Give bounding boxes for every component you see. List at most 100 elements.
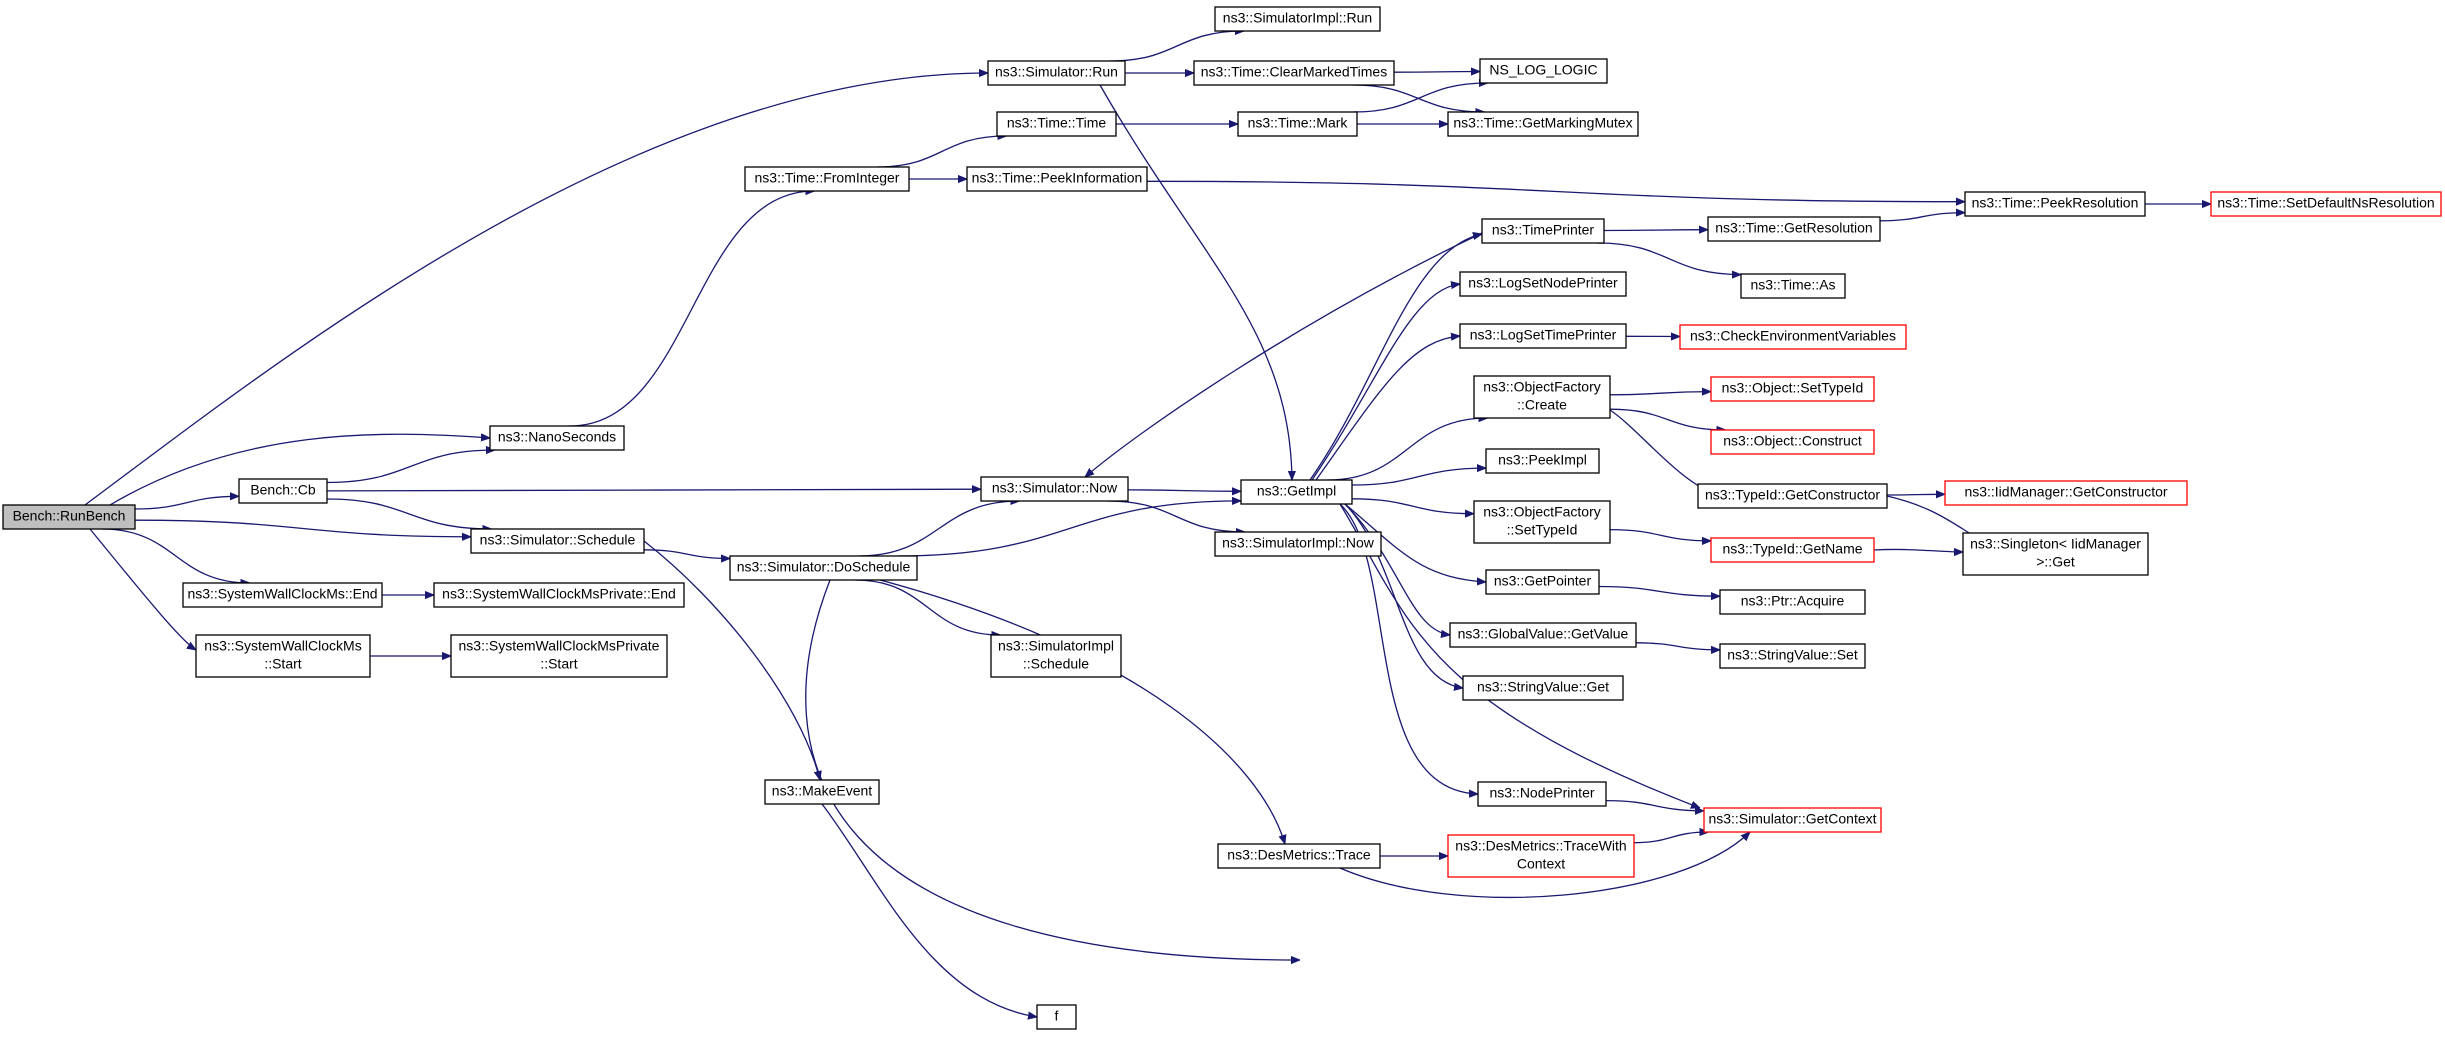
node-box: [238, 478, 328, 504]
node-box: [1036, 1004, 1077, 1030]
node-swc-end[interactable]: ns3::SystemWallClockMs::End: [182, 582, 383, 608]
node-box: [1679, 324, 1907, 350]
node-bench-cb[interactable]: Bench::Cb: [238, 478, 328, 504]
node-logsetnodeprinter[interactable]: ns3::LogSetNodePrinter: [1459, 271, 1627, 297]
node-logsettimeprinter[interactable]: ns3::LogSetTimePrinter: [1459, 323, 1627, 349]
node-stringvalue-set[interactable]: ns3::StringValue::Set: [1719, 643, 1866, 669]
node-sim-schedule[interactable]: ns3::Simulator::Schedule: [470, 528, 645, 554]
node-box: [1485, 569, 1600, 595]
node-f[interactable]: f: [1036, 1004, 1077, 1030]
node-ptr-acquire[interactable]: ns3::Ptr::Acquire: [1719, 589, 1866, 615]
node-label: ns3::StringValue::Get: [1477, 679, 1609, 695]
node-time-peekinfo[interactable]: ns3::Time::PeekInformation: [966, 166, 1148, 192]
call-edge-objfactory-create-to-object-settypeid: [1609, 392, 1711, 395]
node-box: [195, 634, 371, 678]
node-nodeprinter[interactable]: ns3::NodePrinter: [1477, 781, 1607, 807]
call-edge-getimpl-to-sim-getcontext: [1339, 503, 1700, 809]
node-time-setdefaultnsres[interactable]: ns3::Time::SetDefaultNsResolution: [2210, 191, 2442, 217]
node-box: [1473, 500, 1611, 544]
node-label: ns3::Simulator::Now: [992, 480, 1118, 496]
call-edge-sim-dosched-to-desmetrics-trace: [879, 579, 1285, 844]
node-iidmanager-getconstructor[interactable]: ns3::IidManager::GetConstructor: [1944, 480, 2188, 506]
node-stringvalue-get[interactable]: ns3::StringValue::Get: [1462, 675, 1624, 701]
node-makeevent[interactable]: ns3::MakeEvent: [764, 779, 880, 805]
node-label: Bench::RunBench: [13, 508, 126, 524]
node-globalvalue-getvalue[interactable]: ns3::GlobalValue::GetValue: [1449, 622, 1637, 648]
node-layer: Bench::RunBench Bench::Cb ns3::NanoSeconds…: [2, 6, 2442, 1030]
node-singleton-get[interactable]: ns3::Singleton< IidManager >::Get: [1962, 532, 2149, 576]
node-desmetrics-trace[interactable]: ns3::DesMetrics::Trace: [1217, 843, 1381, 869]
node-label: ns3::Singleton< IidManager: [1970, 536, 2141, 552]
node-simimpl-schedule[interactable]: ns3::SimulatorImpl::Schedule: [990, 634, 1122, 678]
node-label: ns3::Object::SetTypeId: [1722, 380, 1864, 396]
call-edge-globalvalue-getvalue-to-stringvalue-set: [1635, 642, 1720, 650]
node-typeid-getname[interactable]: ns3::TypeId::GetName: [1710, 537, 1875, 563]
node-sim-getcontext[interactable]: ns3::Simulator::GetContext: [1703, 807, 1882, 833]
call-edge-timeprinter-to-time-as: [1597, 242, 1742, 275]
node-time-mark[interactable]: ns3::Time::Mark: [1237, 111, 1358, 137]
call-edge-sim-now-to-getimpl: [1127, 490, 1241, 491]
node-sim-run[interactable]: ns3::Simulator::Run: [987, 60, 1126, 86]
node-sim-dosched[interactable]: ns3::Simulator::DoSchedule: [729, 555, 918, 581]
node-box: [1707, 216, 1881, 242]
node-label: ns3::TimePrinter: [1492, 222, 1595, 238]
node-label: ns3::Simulator::Schedule: [480, 532, 636, 548]
node-label: Context: [1517, 856, 1565, 872]
node-label: ns3::TypeId::GetName: [1722, 541, 1862, 557]
node-box: [1477, 781, 1607, 807]
node-time-peekres[interactable]: ns3::Time::PeekResolution: [1964, 191, 2146, 217]
node-swcp-start[interactable]: ns3::SystemWallClockMsPrivate::Start: [450, 634, 668, 678]
node-time-time[interactable]: ns3::Time::Time: [996, 111, 1117, 137]
node-typeid-getconstructor[interactable]: ns3::TypeId::GetConstructor: [1697, 483, 1888, 509]
node-label: ns3::Ptr::Acquire: [1741, 593, 1845, 609]
node-objfactory-create[interactable]: ns3::ObjectFactory::Create: [1473, 375, 1611, 419]
node-box: [1237, 111, 1358, 137]
node-bench-runbench[interactable]: Bench::RunBench: [2, 504, 136, 530]
node-label: ns3::Time::PeekResolution: [1972, 195, 2139, 211]
call-edge-sim-dosched-to-singleton-get: [805, 579, 1300, 960]
call-edge-getimpl-to-peekimpl: [1351, 468, 1486, 486]
node-objfactory-settypeid[interactable]: ns3::ObjectFactory::SetTypeId: [1473, 500, 1611, 544]
node-ns-log-logic[interactable]: NS_LOG_LOGIC: [1479, 58, 1608, 84]
node-box: [1697, 483, 1888, 509]
call-edge-getimpl-to-logsetnodeprinter: [1311, 284, 1460, 481]
node-time-clearmarked[interactable]: ns3::Time::ClearMarkedTimes: [1193, 60, 1395, 86]
node-nanoseconds[interactable]: ns3::NanoSeconds: [489, 425, 625, 451]
call-edge-bench-runbench-to-sim-schedule: [134, 519, 471, 537]
node-label: ns3::Simulator::GetContext: [1708, 811, 1876, 827]
node-swc-start[interactable]: ns3::SystemWallClockMs::Start: [195, 634, 371, 678]
node-simimpl-run[interactable]: ns3::SimulatorImpl::Run: [1214, 6, 1381, 32]
node-label: ns3::Time::FromInteger: [755, 170, 900, 186]
node-getpointer[interactable]: ns3::GetPointer: [1485, 569, 1600, 595]
node-label: ns3::StringValue::Set: [1727, 647, 1858, 663]
node-checkenv[interactable]: ns3::CheckEnvironmentVariables: [1679, 324, 1907, 350]
node-box: [744, 166, 910, 192]
node-simimpl-now[interactable]: ns3::SimulatorImpl::Now: [1214, 531, 1382, 557]
node-time-fromint[interactable]: ns3::Time::FromInteger: [744, 166, 910, 192]
node-timeprinter[interactable]: ns3::TimePrinter: [1481, 218, 1605, 244]
node-label: ns3::CheckEnvironmentVariables: [1690, 328, 1896, 344]
node-box: [1214, 6, 1381, 32]
node-object-construct[interactable]: ns3::Object::Construct: [1710, 429, 1875, 455]
node-box: [470, 528, 645, 554]
call-edge-nodeprinter-to-sim-getcontext: [1605, 799, 1704, 811]
node-label: ns3::DesMetrics::Trace: [1227, 847, 1371, 863]
node-getimpl[interactable]: ns3::GetImpl: [1240, 479, 1353, 505]
node-label: ns3::IidManager::GetConstructor: [1964, 484, 2167, 500]
node-time-getresolution[interactable]: ns3::Time::GetResolution: [1707, 216, 1881, 242]
node-sim-now[interactable]: ns3::Simulator::Now: [980, 476, 1129, 502]
node-box: [1740, 273, 1846, 299]
node-box: [1710, 537, 1875, 563]
node-swcp-end[interactable]: ns3::SystemWallClockMsPrivate::End: [433, 582, 685, 608]
node-peekimpl[interactable]: ns3::PeekImpl: [1485, 448, 1600, 474]
node-label: ::Start: [540, 656, 577, 672]
node-box: [764, 779, 880, 805]
node-box: [1964, 191, 2146, 217]
node-object-settypeid[interactable]: ns3::Object::SetTypeId: [1710, 376, 1875, 402]
node-label: ns3::GlobalValue::GetValue: [1458, 626, 1629, 642]
node-time-as[interactable]: ns3::Time::As: [1740, 273, 1846, 299]
node-time-getmarkingmutex[interactable]: ns3::Time::GetMarkingMutex: [1447, 111, 1639, 137]
node-box: [1459, 323, 1627, 349]
